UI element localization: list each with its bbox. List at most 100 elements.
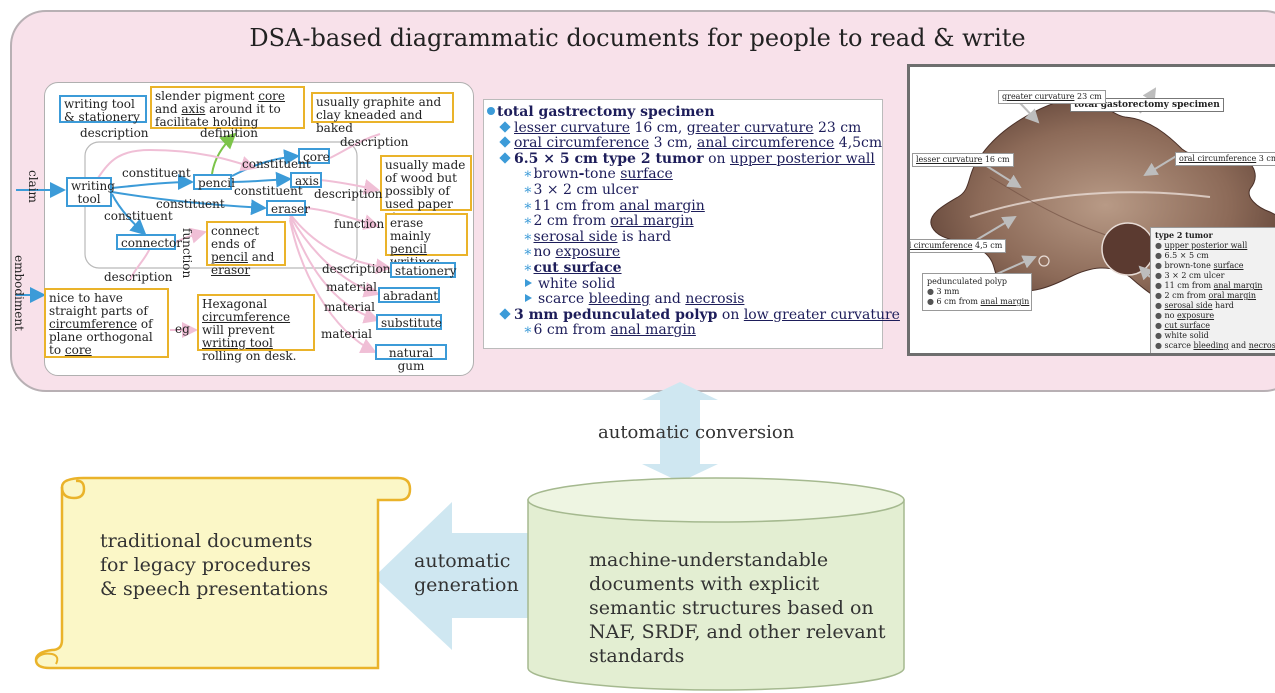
text-run: - <box>578 166 585 183</box>
text-line: ∗brown-tone surface <box>523 166 673 182</box>
node-abradant[interactable]: abradant <box>378 287 440 303</box>
text-run: anal margin <box>610 322 696 339</box>
edge-description: description <box>340 135 409 149</box>
automatic-generation-label: automatic generation <box>414 550 519 596</box>
text-run: white solid <box>1164 331 1209 340</box>
node-writing-tool-stationery[interactable]: writing tool & stationery <box>59 95 147 124</box>
star-marker-icon: ∗ <box>523 322 533 339</box>
text-run: greater curvature <box>686 119 814 136</box>
edge-material: material <box>324 300 376 314</box>
diamond-marker-icon <box>499 308 511 320</box>
text-line: scarce bleeding and necrosis <box>525 291 744 307</box>
text-run: cut surface <box>533 260 622 276</box>
node-erase-pencil[interactable]: erase mainly pencil writings <box>385 213 468 269</box>
text-run: oral margin <box>610 213 694 230</box>
traditional-documents-text: traditional documents for legacy procedu… <box>100 530 329 600</box>
text-run: type 2 tumor <box>1155 230 1213 240</box>
node-core[interactable]: core <box>298 148 330 164</box>
edge-constituent: constituent <box>156 197 225 211</box>
edge-description: description <box>80 126 149 140</box>
embodiment-label: embodiment <box>12 255 26 331</box>
photo-title: total gastorectomy specimen <box>1070 98 1224 112</box>
node-connector[interactable]: connector <box>116 234 182 250</box>
text-line: total gastrectomy specimen <box>487 104 715 120</box>
node-substitute[interactable]: substitute <box>376 314 442 330</box>
bullet-icon: ● <box>1155 251 1165 260</box>
text-line: ∗serosal side is hard <box>523 229 671 245</box>
bullet-icon: ● <box>1155 281 1165 290</box>
node-wood[interactable]: usually made of wood but possibly of use… <box>380 155 472 224</box>
text-run: serosal side <box>1164 301 1213 310</box>
text-run: 11 cm from <box>1164 281 1214 290</box>
text-run: bleeding <box>588 291 651 308</box>
text-run: cut surface <box>1164 321 1210 330</box>
conversion-arrow <box>642 382 718 482</box>
text-run: and <box>1228 341 1249 350</box>
star-marker-icon: ∗ <box>523 166 533 183</box>
text-run: white solid <box>538 275 616 292</box>
photo-label-line: ● brown-tone surface <box>1155 261 1275 271</box>
node-graphite-clay[interactable]: usually graphite and clay kneaded and ba… <box>311 92 454 135</box>
photo-label-line: ● serosal side hard <box>1155 301 1275 311</box>
bullet-marker-icon <box>487 107 495 115</box>
text-run: 6.5 × 5 cm <box>1164 251 1209 260</box>
text-run: 6 cm from <box>936 297 981 306</box>
text-run: on <box>703 150 730 167</box>
text-line: ∗6 cm from anal margin <box>523 322 696 338</box>
photo-label-line: ● 6.5 × 5 cm <box>1155 251 1275 261</box>
text-run: 3 × 2 cm ulcer <box>1164 271 1225 280</box>
star-marker-icon: ∗ <box>523 213 533 230</box>
document-scroll <box>34 476 412 670</box>
text-run: tone <box>584 166 621 183</box>
photo-label-line: ● upper posterior wall <box>1155 241 1275 251</box>
text-run: 3 mm pedunculated polyp <box>514 306 718 323</box>
panel-title: DSA-based diagrammatic documents for peo… <box>249 24 1026 52</box>
node-nice-straight[interactable]: nice to have straight parts of circumfer… <box>44 288 169 358</box>
photo-label-line: ● white solid <box>1155 331 1275 341</box>
photo-label-line: ● scarce bleeding and necrosis <box>1155 341 1275 351</box>
text-line: white solid <box>525 276 615 292</box>
text-run: anal circumference <box>696 135 835 152</box>
text-run: upper posterior wall <box>729 150 875 167</box>
text-run: 23 cm <box>813 119 862 136</box>
text-run: and <box>650 291 686 308</box>
photo-label-line: ● cut surface <box>1155 321 1275 331</box>
bullet-icon: ● <box>1155 291 1165 300</box>
node-eraser[interactable]: eraser <box>266 200 310 216</box>
text-run: 2 cm from <box>1164 291 1209 300</box>
text-run: no <box>533 244 556 261</box>
node-connect-ends[interactable]: connect ends of pencil and erasor <box>206 221 286 277</box>
text-run: oral circumference <box>514 135 650 152</box>
node-writing-tool[interactable]: writing tool <box>66 177 115 207</box>
node-pencil[interactable]: pencil <box>193 174 235 190</box>
photo-label-greater-curvature: greater curvature 23 cm <box>998 90 1106 104</box>
edge-description: description <box>104 270 173 284</box>
star-marker-icon: ∗ <box>523 260 533 276</box>
text-run: exposure <box>1177 311 1215 320</box>
text-run: 11 cm from <box>533 197 620 214</box>
node-axis[interactable]: axis <box>290 172 322 188</box>
edge-material: material <box>321 327 373 341</box>
node-hexagonal[interactable]: Hexagonal circumference will prevent wri… <box>197 294 315 363</box>
bullet-icon: ● <box>1155 271 1165 280</box>
text-run: on <box>717 306 744 323</box>
diamond-marker-icon <box>499 136 511 148</box>
bullet-icon: ● <box>1155 331 1165 340</box>
text-run: pedunculated polyp <box>927 277 1007 286</box>
machine-documents-text: machine-understandable documents with ex… <box>589 549 886 667</box>
specimen-photo-panel: total gastorectomy specimen greater curv… <box>907 64 1275 356</box>
photo-label-line: ● 2 cm from oral margin <box>1155 291 1275 301</box>
text-run: surface <box>1213 261 1244 270</box>
photo-label-tumor: type 2 tumor● upper posterior wall● 6.5 … <box>1150 227 1275 353</box>
bullet-icon: ● <box>1155 311 1165 320</box>
node-stationery[interactable]: stationery <box>390 262 456 278</box>
node-slender-pigment[interactable]: slender pigment core and axis around it … <box>150 86 305 129</box>
text-run: 6 cm from <box>533 322 611 339</box>
text-run: surface <box>620 166 673 183</box>
text-run: 2 cm from <box>533 213 611 230</box>
text-line: oral circumference 3 cm, anal circumfere… <box>499 135 882 152</box>
bullet-icon: ● <box>1155 321 1165 330</box>
node-natural-gum[interactable]: natural gum <box>375 344 447 373</box>
text-run: necrosis <box>1248 341 1275 350</box>
